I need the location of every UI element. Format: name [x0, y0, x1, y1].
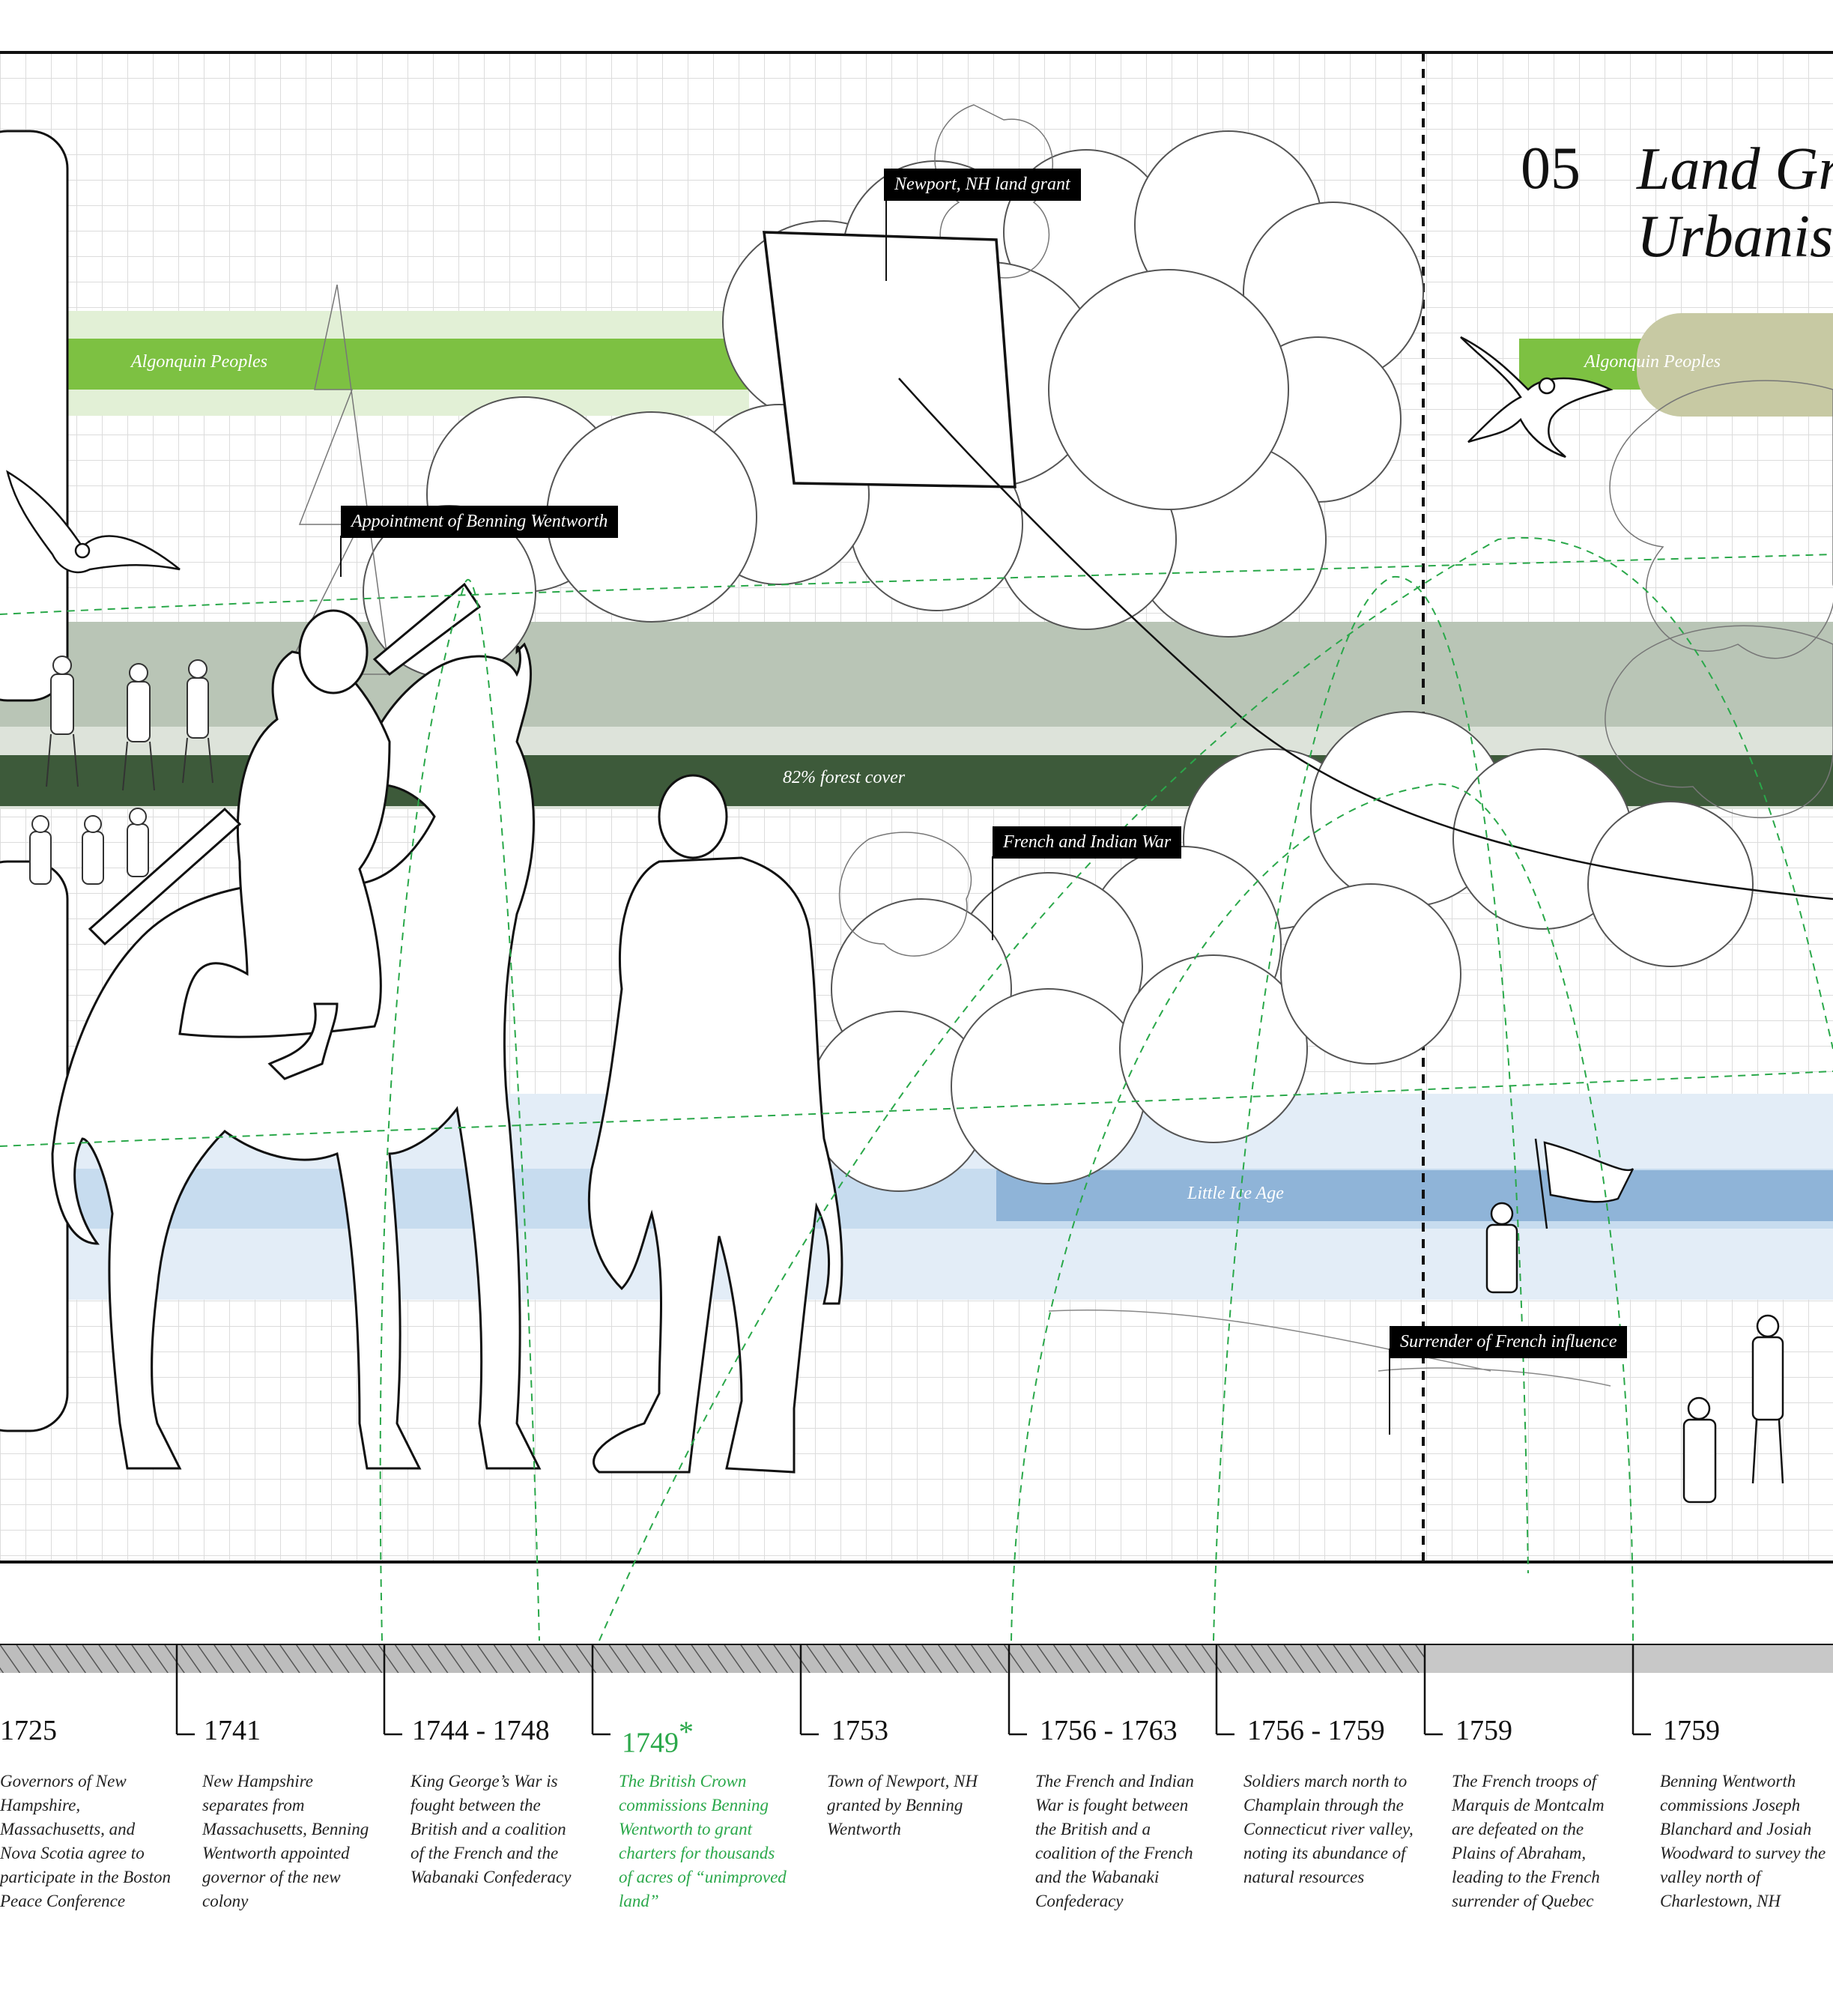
- eagle-icon: [1460, 336, 1614, 458]
- timeline-bar: [0, 1644, 1833, 1736]
- soldier-icon: [587, 774, 843, 1474]
- timeline-desc-1749: The British Crown commissions Benning We…: [619, 1772, 787, 1910]
- french-indian-war-tag: French and Indian War: [993, 826, 1182, 859]
- benning-appointment-tag: Appointment of Benning Wentworth: [341, 506, 619, 538]
- timeline-year-1741: 1741: [204, 1715, 261, 1746]
- timeline-desc-1756-1759: Soldiers march north to Champlain throug…: [1243, 1772, 1414, 1886]
- timeline-year-1753: 1753: [831, 1715, 888, 1746]
- timeline-year-1744: 1744 - 1748: [412, 1715, 550, 1746]
- timeline-desc-1759-b: Benning Wentworth commissions Joseph Bla…: [1660, 1772, 1826, 1910]
- algonquin-left-label: Algonquin Peoples: [131, 352, 267, 372]
- horse-rider-icon: [51, 582, 542, 1470]
- guide-lines: [0, 536, 1833, 1641]
- flag-icon: [1485, 1138, 1634, 1294]
- soldier-icon: [1682, 1314, 1784, 1504]
- algonquin-right-label: Algonquin Peoples: [1584, 352, 1721, 372]
- newport-land-grant-tag: Newport, NH land grant: [884, 169, 1081, 201]
- ice-band-dark: [996, 1170, 1833, 1221]
- tree-icon: [283, 104, 1833, 957]
- timeline-star: *: [679, 1715, 694, 1749]
- ice-age-label: Little Ice Age: [1187, 1184, 1284, 1203]
- timeline-year-1756-1763: 1756 - 1763: [1040, 1715, 1178, 1746]
- algonquin-band: [0, 339, 749, 390]
- forest-label: 82% forest cover: [783, 768, 906, 787]
- timeline-desc-1756-1763: The French and Indian War is fought betw…: [1035, 1772, 1194, 1910]
- timeline-year-1749: 1749*: [622, 1714, 694, 1760]
- timeline-desc-1759-a: The French troops of Marquis de Montcalm…: [1452, 1772, 1605, 1910]
- section-title-line2: Urbanism: [1637, 204, 1833, 270]
- timeline-desc-1744: King George’s War is fought between the …: [410, 1772, 572, 1886]
- eagle-icon: [6, 470, 181, 574]
- section-number: 05: [1521, 136, 1581, 202]
- timeline-year-1725: 1725: [0, 1715, 57, 1746]
- timeline-desc-1725: Governors of New Hampshire, Massachusett…: [0, 1772, 172, 1910]
- timeline-desc-1741: New Hampshire separates from Massachuset…: [202, 1772, 369, 1910]
- soldier-icon: [29, 656, 213, 885]
- left-panel-top: [0, 130, 69, 702]
- surrender-tag: Surrender of French influence: [1390, 1326, 1628, 1358]
- timeline-desc-1753: Town of Newport, NH granted by Benning W…: [827, 1772, 978, 1838]
- timeline-year-1756-1759: 1756 - 1759: [1247, 1715, 1385, 1746]
- timeline-year-1759-a: 1759: [1455, 1715, 1512, 1746]
- timeline-year-1749-text: 1749: [622, 1727, 679, 1759]
- algonquin-band-right-tan: [1637, 313, 1833, 417]
- timeline-year-1759-b: 1759: [1663, 1715, 1720, 1746]
- land-grant-parcel: [763, 196, 1833, 900]
- cloud-icon: [363, 130, 1754, 1192]
- section-title-line1: Land Gra: [1637, 136, 1833, 202]
